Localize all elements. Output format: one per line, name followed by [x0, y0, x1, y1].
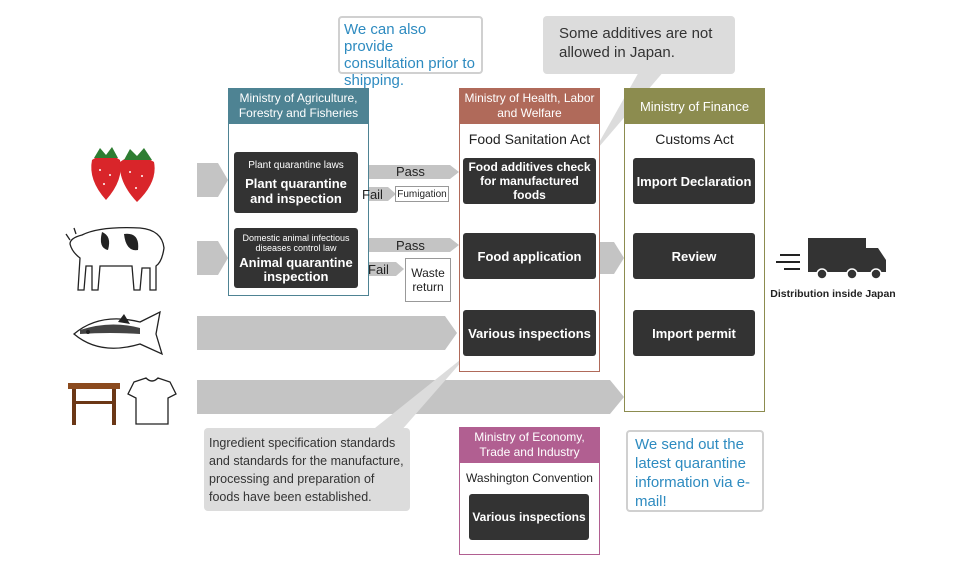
pass-arrow-2 [360, 238, 459, 252]
email-callout-text: We send out the latest quarantine inform… [635, 436, 751, 510]
pass-label-1: Pass [396, 164, 425, 179]
fail-arrow-2 [360, 262, 404, 276]
ingredient-callout-text: Ingredient specification standards and s… [209, 436, 404, 504]
mhlw-various-inspections-label: Various inspections [468, 325, 591, 341]
strawberry-icon [91, 147, 155, 202]
maff-header: Ministry of Agriculture, Forestry and Fi… [228, 88, 369, 124]
food-additives-check-box: Food additives check for manufactured fo… [463, 158, 596, 204]
tshirt-icon [127, 377, 177, 425]
mof-header: Ministry of Finance [624, 88, 765, 124]
table-icon [68, 383, 120, 425]
pass-label-2: Pass [396, 238, 425, 253]
waste-return-box: Waste return [405, 258, 451, 302]
import-permit-label: Import permit [652, 325, 736, 341]
entry-arrow-strawberry [197, 163, 228, 197]
entry-arrow-cow [197, 241, 228, 275]
import-permit-box: Import permit [633, 310, 755, 356]
fail-arrow-1 [360, 187, 396, 201]
fish-long-arrow [197, 316, 457, 350]
food-additives-check-label: Food additives check for manufactured fo… [468, 160, 591, 202]
customs-act: Customs Act [655, 131, 734, 147]
cow-icon [65, 227, 165, 291]
email-callout: We send out the latest quarantine inform… [626, 430, 764, 512]
plant-quarantine-box: Plant quarantine laws Plant quarantine a… [234, 152, 358, 213]
maff-header-text: Ministry of Agriculture, Forestry and Fi… [238, 91, 359, 120]
mhlw-header-text: Ministry of Health, Labor and Welfare [464, 91, 595, 120]
meti-various-inspections-label: Various inspections [472, 510, 586, 524]
plant-law-label: Plant quarantine laws [248, 159, 344, 171]
mhlw-to-mof-arrow [600, 242, 624, 274]
pass-arrow-1 [360, 165, 459, 179]
meti-various-inspections-box: Various inspections [469, 494, 589, 540]
fail-label-1: Fail [362, 187, 383, 202]
mof-header-text: Ministry of Finance [639, 98, 750, 114]
review-label: Review [671, 248, 717, 264]
distribution-label: Distribution inside Japan [770, 288, 896, 300]
fish-icon [72, 310, 164, 356]
import-declaration-box: Import Declaration [633, 158, 755, 204]
food-application-label: Food application [477, 248, 582, 264]
food-sanitation-act: Food Sanitation Act [468, 131, 591, 147]
goods-long-arrow [197, 380, 624, 414]
consult-callout-text: We can also provide consultation prior t… [344, 21, 475, 89]
ingredient-callout: Ingredient specification standards and s… [204, 428, 410, 511]
consult-callout: We can also provide consultation prior t… [338, 16, 483, 89]
truck-icon [776, 238, 886, 280]
meti-header-text: Ministry of Economy, Trade and Industry [474, 430, 585, 459]
washington-convention: Washington Convention [466, 471, 593, 485]
fail-label-2: Fail [368, 262, 389, 277]
animal-quarantine-box: Domestic animal infectious diseases cont… [234, 228, 358, 288]
meti-header: Ministry of Economy, Trade and Industry [459, 427, 600, 463]
plant-main-label: Plant quarantine and inspection [245, 175, 347, 206]
import-declaration-label: Import Declaration [636, 173, 752, 189]
mhlw-various-inspections-box: Various inspections [463, 310, 596, 356]
additives-callout: Some additives are not allowed in Japan. [543, 16, 735, 74]
ingredient-callout-tail [370, 352, 470, 432]
additives-callout-text: Some additives are not allowed in Japan. [559, 25, 713, 61]
fumigation-box: Fumigation [395, 186, 449, 202]
animal-main-label: Animal quarantine inspection [239, 254, 353, 284]
review-box: Review [633, 233, 755, 279]
food-application-box: Food application [463, 233, 596, 279]
mhlw-header: Ministry of Health, Labor and Welfare [459, 88, 600, 124]
animal-law-label: Domestic animal infectious diseases cont… [242, 232, 350, 253]
